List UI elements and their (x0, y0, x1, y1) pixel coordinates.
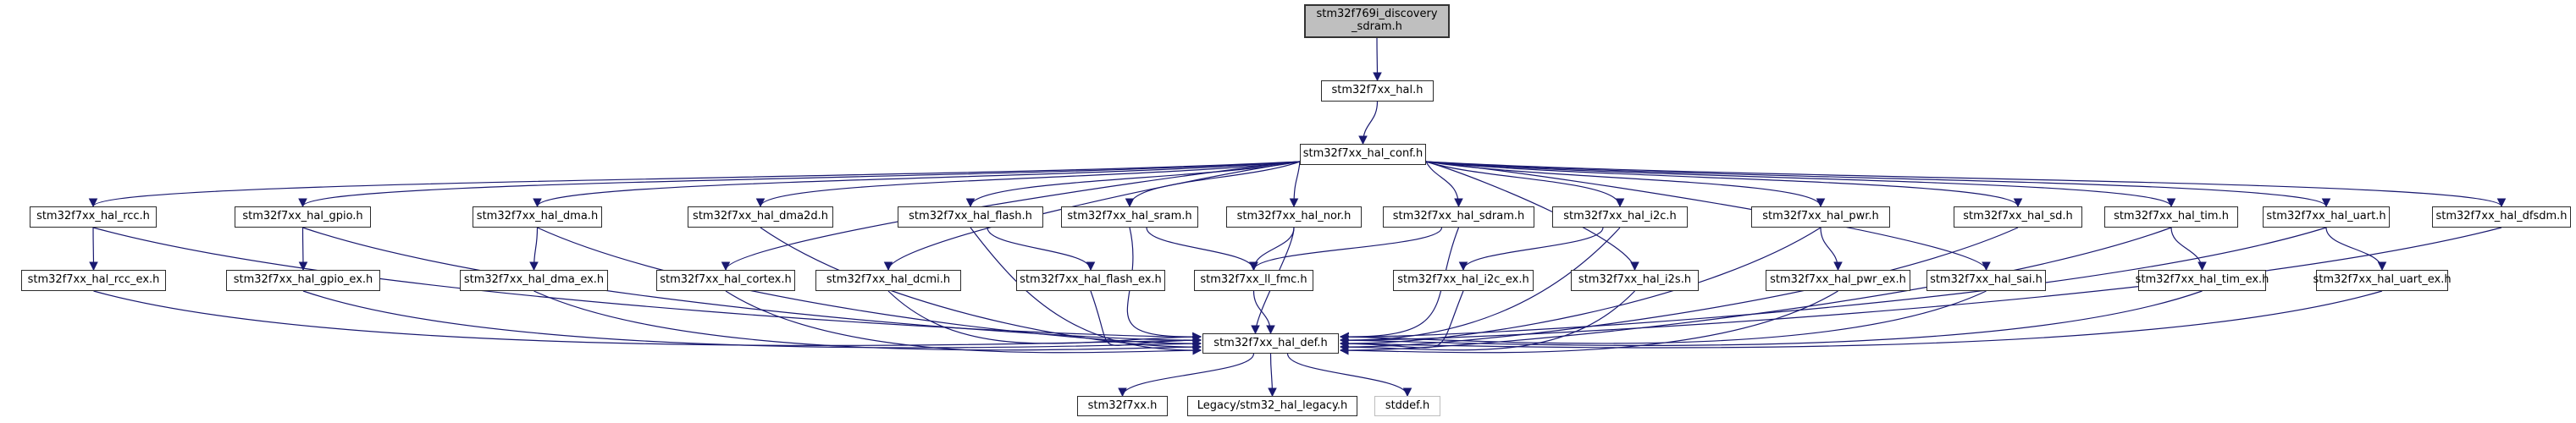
node-stm32f7xx-hal-uart-h[interactable]: stm32f7xx_hal_uart.h (2263, 206, 2390, 228)
edge-conf-to-sd (1425, 161, 2023, 208)
edge-conf-to-dcmi (883, 161, 1301, 272)
node-stm32f7xx-hal-uart-ex-h[interactable]: stm32f7xx_hal_uart_ex.h (2313, 270, 2452, 291)
edge-conf-to-dfsdm (1425, 161, 2507, 208)
edge-rcc-to-rcc_ex (89, 227, 98, 272)
node-stm32f7xx-hal-dma-h[interactable]: stm32f7xx_hal_dma.h (473, 206, 602, 228)
node-stm32f7xx-hal-flash-h[interactable]: stm32f7xx_hal_flash.h (898, 206, 1043, 228)
edge-i2s-to-def (1339, 290, 1635, 352)
edge-conf-to-uart (1425, 161, 2331, 208)
node-stm32f7xx-hal-h[interactable]: stm32f7xx_hal.h (1321, 80, 1434, 102)
edge-sdram-to-fmc (1249, 227, 1443, 272)
edge-uart_ex-to-def (1339, 290, 2383, 349)
edge-sram-to-def (1126, 227, 1202, 342)
edge-dma_ex-to-def (533, 290, 1202, 352)
node-stm32f7xx-hal-conf-h[interactable]: stm32f7xx_hal_conf.h (1300, 144, 1426, 165)
node-stm32f7xx-hal-tim-h[interactable]: stm32f7xx_hal_tim.h (2104, 206, 2238, 228)
edge-conf-to-nor (1289, 161, 1301, 208)
edge-uart-to-uart_ex (2325, 227, 2387, 272)
edge-fmc-to-def (1252, 290, 1275, 335)
edge-dcmi-to-def (887, 290, 1202, 344)
edge-pwr_ex-to-def (1339, 290, 1838, 355)
edge-conf-to-sdram (1425, 161, 1463, 208)
edge-gpio-to-gpio_ex (298, 227, 308, 272)
edge-flash-to-flash_ex (987, 227, 1096, 272)
edge-conf-to-rcc (88, 161, 1301, 208)
edge-rcc_ex-to-def (93, 290, 1202, 346)
node-stm32f7xx-hal-dma-ex-h[interactable]: stm32f7xx_hal_dma_ex.h (460, 270, 608, 291)
edge-uart-to-def (1339, 227, 2327, 342)
edge-hal-to-conf (1358, 101, 1379, 146)
edge-dma-to-dma_ex (529, 227, 539, 272)
node-stm32f7xx-h[interactable]: stm32f7xx.h (1077, 396, 1168, 416)
edge-conf-to-i2c (1425, 161, 1625, 208)
edge-disc-to-hal (1373, 37, 1382, 82)
edge-flash_ex-to-def (1090, 290, 1202, 346)
edge-i2c_ex-to-def (1339, 290, 1464, 349)
edge-conf-to-dma (533, 161, 1301, 208)
edge-gpio-to-def (302, 227, 1202, 345)
node-stm32f7xx-hal-sd-h[interactable]: stm32f7xx_hal_sd.h (1954, 206, 2082, 228)
node-stm32f7xx-hal-dcmi-h[interactable]: stm32f7xx_hal_dcmi.h (815, 270, 961, 291)
node-stm32f7xx-hal-sai-h[interactable]: stm32f7xx_hal_sai.h (1926, 270, 2046, 291)
edge-def-to-f7xx (1118, 353, 1255, 398)
node-stm32f7xx-hal-i2c-h[interactable]: stm32f7xx_hal_i2c.h (1552, 206, 1688, 228)
node-stm32f7xx-hal-pwr-h[interactable]: stm32f7xx_hal_pwr.h (1751, 206, 1890, 228)
node-stm32f7xx-hal-i2s-h[interactable]: stm32f7xx_hal_i2s.h (1571, 270, 1699, 291)
node-stm32f7xx-hal-cortex-h[interactable]: stm32f7xx_hal_cortex.h (656, 270, 795, 291)
edge-rcc-to-def (92, 227, 1202, 342)
node-stm32f7xx-hal-nor-h[interactable]: stm32f7xx_hal_nor.h (1226, 206, 1362, 228)
edge-cortex-to-def (725, 290, 1202, 355)
node-stm32f7xx-hal-gpio-ex-h[interactable]: stm32f7xx_hal_gpio_ex.h (226, 270, 380, 291)
edge-conf-to-tim (1425, 161, 2176, 208)
node-stm32f7xx-ll-fmc-h[interactable]: stm32f7xx_ll_fmc.h (1194, 270, 1313, 291)
edge-i2c-to-def (1339, 227, 1621, 345)
node-stm32f7xx-hal-sdram-h[interactable]: stm32f7xx_hal_sdram.h (1383, 206, 1534, 228)
node-stm32f7xx-hal-rcc-h[interactable]: stm32f7xx_hal_rcc.h (30, 206, 157, 228)
edge-sram-to-fmc (1146, 227, 1258, 272)
edge-tim-to-tim_ex (2170, 227, 2207, 272)
node-stm32f7xx-hal-gpio-h[interactable]: stm32f7xx_hal_gpio.h (235, 206, 371, 228)
edge-pwr-to-pwr_ex (1820, 227, 1843, 272)
edge-def-to-legacy (1268, 353, 1277, 398)
edge-conf-to-gpio (298, 161, 1301, 208)
node-stm32f7xx-hal-def-h[interactable]: stm32f7xx_hal_def.h (1202, 333, 1339, 354)
edge-conf-to-flash (965, 161, 1301, 208)
edge-def-to-stddef (1286, 353, 1412, 398)
edge-sdram-to-def (1339, 227, 1460, 342)
node-stm32f7xx-hal-pwr-ex-h[interactable]: stm32f7xx_hal_pwr_ex.h (1766, 270, 1910, 291)
edge-i2c-to-i2c_ex (1458, 227, 1604, 272)
node-stm32f7xx-hal-tim-ex-h[interactable]: stm32f7xx_hal_tim_ex.h (2136, 270, 2269, 291)
node-legacy-stm32-hal-legacy-h[interactable]: Legacy/stm32_hal_legacy.h (1187, 396, 1357, 416)
edge-sai-to-def (1339, 290, 1987, 344)
node-stm32f769i-discovery-sdram-h: stm32f769i_discovery _sdram.h (1304, 4, 1450, 38)
node-stm32f7xx-hal-i2c-ex-h[interactable]: stm32f7xx_hal_i2c_ex.h (1393, 270, 1534, 291)
edge-dfsdm-to-def (1339, 227, 2502, 345)
node-stm32f7xx-hal-dma2d-h[interactable]: stm32f7xx_hal_dma2d.h (688, 206, 833, 228)
edge-tim_ex-to-def (1339, 290, 2203, 346)
node-stm32f7xx-hal-dfsdm-h[interactable]: stm32f7xx_hal_dfsdm.h (2432, 206, 2571, 228)
node-stm32f7xx-hal-rcc-ex-h[interactable]: stm32f7xx_hal_rcc_ex.h (21, 270, 166, 291)
node-stddef-h: stddef.h (1374, 396, 1440, 416)
node-stm32f7xx-hal-sram-h[interactable]: stm32f7xx_hal_sram.h (1061, 206, 1198, 228)
node-stm32f7xx-hal-flash-ex-h[interactable]: stm32f7xx_hal_flash_ex.h (1016, 270, 1165, 291)
edge-conf-to-dma2d (755, 161, 1301, 208)
edge-conf-to-sram (1125, 161, 1301, 208)
